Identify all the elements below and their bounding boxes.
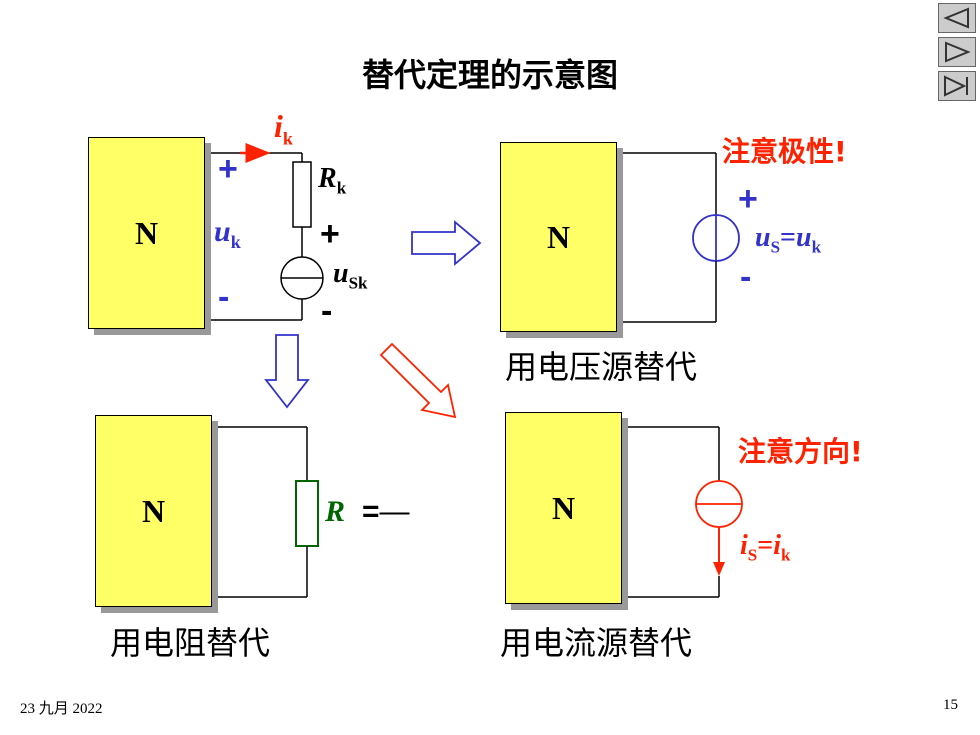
polarity-note: 注意极性! [722, 135, 847, 168]
network-n-current: N [505, 412, 622, 604]
current-label-ik: ik [274, 108, 293, 149]
resistor-circuit-wires [210, 426, 319, 598]
next-slide-button[interactable] [938, 37, 976, 67]
resistor-label-r: R [325, 495, 346, 528]
current-source-circuit-wires [620, 426, 743, 598]
voltage-minus-sign: - [218, 278, 230, 316]
footer-date: 23 九月 2022 [20, 701, 103, 717]
voltage-plus-sign: + [218, 150, 238, 188]
network-label: N [546, 218, 571, 255]
source-label-usk: uSk [333, 258, 368, 293]
triangle-left-icon [943, 7, 969, 29]
triangle-right-icon [945, 41, 971, 63]
network-label: N [551, 489, 576, 526]
triangle-right-bar-icon [944, 75, 968, 97]
us-plus-sign: + [738, 180, 758, 218]
direction-note: 注意方向! [738, 435, 863, 468]
network-n-resistor: N [95, 415, 212, 607]
last-slide-button[interactable] [938, 71, 976, 101]
page-number: 15 [943, 697, 958, 713]
voltage-label-uk: uk [214, 215, 241, 252]
source-minus-sign: - [321, 292, 333, 330]
arrow-to-current-source [379, 342, 457, 419]
resistor-equals: =— [362, 495, 410, 528]
arrow-to-resistor [264, 334, 310, 409]
voltage-equation: uS=uk [755, 222, 822, 257]
resistor-r [295, 480, 319, 547]
network-n-original: N [88, 137, 205, 329]
network-n-voltage: N [500, 142, 617, 332]
caption-resistor: 用电阻替代 [110, 624, 271, 662]
current-direction-arrow [713, 562, 725, 576]
current-equation: iS=ik [740, 530, 791, 565]
voltage-source-circuit-wires [615, 152, 740, 323]
caption-current-source: 用电流源替代 [500, 624, 693, 662]
caption-voltage-source: 用电压源替代 [505, 348, 698, 386]
resistor-rk [292, 161, 312, 228]
source-plus-sign: + [320, 215, 340, 253]
original-circuit-wires [203, 143, 324, 321]
network-label: N [134, 214, 159, 251]
us-minus-sign: - [740, 258, 752, 296]
arrow-to-voltage-source [411, 220, 482, 266]
prev-slide-button[interactable] [938, 3, 976, 33]
resistor-label-rk: Rk [318, 163, 347, 198]
network-label: N [141, 492, 166, 529]
slide-title: 替代定理的示意图 [361, 56, 618, 94]
